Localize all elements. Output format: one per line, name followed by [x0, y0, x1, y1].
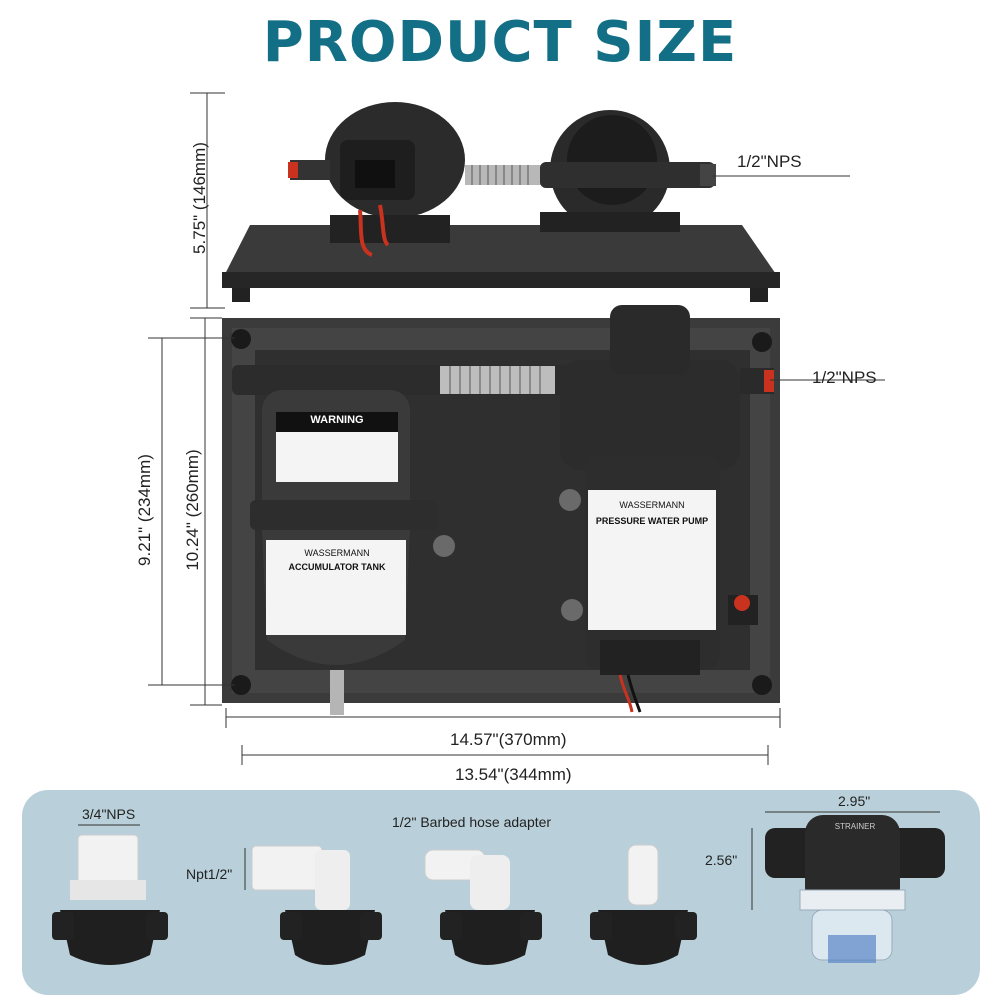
dimension-lines	[148, 92, 885, 765]
npt-label: Npt1/2"	[186, 866, 233, 882]
tank-brand-label: WASSERMANN	[304, 548, 370, 558]
board-width-outer-label: 14.57"(370mm)	[450, 730, 567, 749]
front-view-board	[222, 305, 780, 715]
pump-brand-label: WASSERMANN	[619, 500, 685, 510]
adapter-npt-elbow	[251, 845, 382, 965]
strainer-label: STRAINER	[834, 822, 876, 831]
adapter-barbed-straight	[590, 844, 697, 965]
top-view-unit	[222, 102, 780, 302]
strainer-width-label: 2.95"	[838, 793, 871, 809]
board-width-inner-label: 13.54"(344mm)	[455, 765, 572, 784]
pump-name-label: PRESSURE WATER PUMP	[595, 516, 709, 526]
tank-name-label: ACCUMULATOR TANK	[288, 562, 386, 572]
strainer-height-label: 2.56"	[705, 852, 738, 868]
side-port-label: 1/2"NPS	[812, 368, 877, 387]
top-port-label: 1/2"NPS	[737, 152, 802, 171]
adapter-nps-label: 3/4"NPS	[82, 806, 136, 822]
adapter-3-4-nps	[52, 834, 168, 965]
page-title: PRODUCT SIZE	[262, 10, 738, 75]
strainer	[765, 815, 945, 963]
barbed-adapter-label: 1/2" Barbed hose adapter	[392, 814, 552, 830]
adapter-barbed-elbow	[424, 849, 542, 965]
warning-label: WARNING	[310, 414, 364, 426]
